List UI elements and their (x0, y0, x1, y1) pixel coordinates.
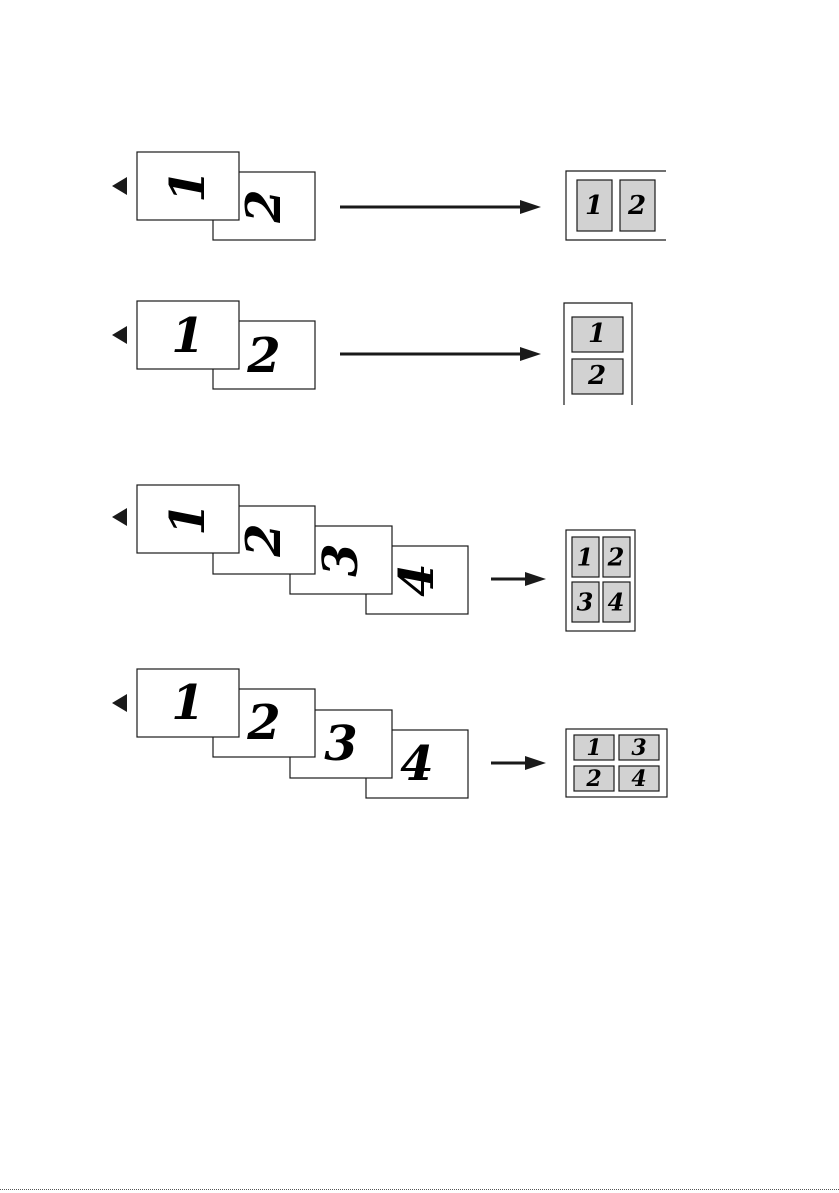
feed-direction-triangle (112, 326, 127, 344)
source-page-1-number: 1 (160, 169, 216, 202)
diagram-3: 4 3 2 1 1 2 3 4 (112, 485, 635, 631)
arrow-head (525, 572, 546, 586)
output-cell-1-number: 1 (577, 543, 594, 572)
output-cell-4-number: 4 (608, 588, 625, 617)
arrow-head (520, 347, 541, 361)
output-cell-2-number: 2 (627, 191, 646, 221)
output-cell-3-number: 3 (577, 588, 594, 617)
output-cell-2-number: 2 (607, 543, 625, 572)
arrow-head (525, 756, 546, 770)
feed-direction-triangle (112, 508, 127, 526)
diagram-4: 4 3 2 1 1 3 2 4 (112, 669, 667, 798)
feed-direction-triangle (112, 694, 127, 712)
page-bottom-border (0, 1189, 839, 1190)
source-page-2-number: 2 (246, 328, 280, 384)
output-cell-top-left-number: 1 (586, 735, 601, 761)
diagram-1: 2 1 1 2 (112, 152, 666, 240)
source-page-2-number: 2 (246, 695, 280, 751)
arrow-head (520, 200, 541, 214)
output-cell-1-number: 1 (585, 191, 603, 221)
feed-direction-triangle (112, 177, 127, 195)
output-cell-bottom-left-number: 2 (585, 766, 601, 792)
source-page-4-number: 4 (400, 736, 433, 792)
source-page-1-number: 1 (171, 308, 204, 364)
source-page-1-number: 1 (160, 502, 216, 535)
source-page-3-number: 3 (313, 543, 369, 576)
output-cell-1-number: 1 (588, 319, 606, 349)
source-page-2-number: 2 (236, 523, 292, 557)
output-cell-top-right-number: 3 (631, 735, 646, 761)
source-page-4-number: 4 (389, 563, 445, 596)
diagram-2: 2 1 1 2 (112, 301, 632, 405)
source-page-3-number: 3 (324, 716, 357, 772)
output-cell-bottom-right-number: 4 (631, 766, 646, 792)
source-page-1-number: 1 (171, 675, 204, 731)
output-cell-2-number: 2 (587, 361, 606, 391)
source-page-2-number: 2 (236, 189, 292, 223)
